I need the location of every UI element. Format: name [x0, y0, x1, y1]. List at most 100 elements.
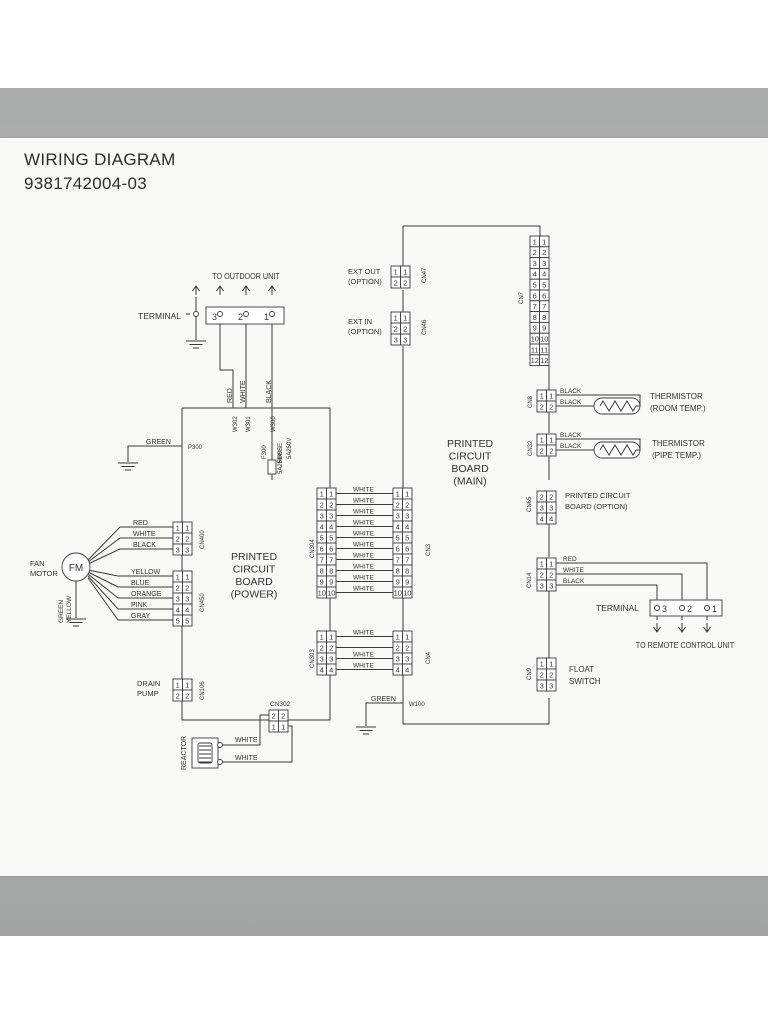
- connector-cn9-pin-label: 3: [540, 682, 544, 691]
- outdoor-wire-label-black: BLACK: [266, 380, 273, 403]
- connector-cn400-pin-label: 3: [176, 546, 180, 555]
- fan-wire-blue: [87, 571, 173, 588]
- outdoor-wire-code-w300: W300: [271, 416, 277, 432]
- thermistor-pipe-symbol-zigzag: [599, 444, 640, 456]
- connector-cn400-pin-label: 2: [176, 535, 180, 544]
- connector-cn4-pin-label: 4: [405, 666, 409, 675]
- connector-cn65-pin-label: 2: [549, 493, 553, 502]
- fan-wire-red: [87, 526, 173, 561]
- connector-cn3-pin-label: 5: [396, 534, 400, 543]
- connector-cn4-pin-label: 3: [396, 655, 400, 664]
- connector-cn47-name: CN47: [422, 267, 428, 283]
- fan-motor-ground-green: GREEN: [58, 600, 65, 623]
- connector-cn4-pin-label: 1: [405, 633, 409, 642]
- connector-cn400-pin-label: 3: [185, 546, 189, 555]
- remote-wire-label-black: BLACK: [563, 578, 585, 585]
- thermistor-room-wire-label-1: BLACK: [560, 388, 582, 395]
- connector-cn14-pin-label: 3: [540, 582, 544, 591]
- connector-cn400-cell: [182, 543, 193, 556]
- connector-cn3-pin-label: 5: [405, 534, 409, 543]
- outdoor-terminal-label: TERMINAL: [138, 311, 181, 321]
- remote-wire-red: [556, 562, 708, 604]
- connector-cn32-pin-label: 1: [549, 436, 553, 445]
- connector-cn106-pin-label: 1: [176, 681, 180, 690]
- outdoor-terminal-pin-1: 1: [264, 312, 269, 322]
- connector-cn14-name: CN14: [527, 572, 533, 588]
- connector-cn302-pin-label: 1: [272, 723, 276, 732]
- connector-cn303-pin-label: 3: [320, 655, 324, 664]
- connector-cn3-pin-label: 4: [405, 523, 409, 532]
- fan-wire-label-white: WHITE: [133, 531, 156, 538]
- connector-cn304-pin-label: 4: [320, 523, 324, 532]
- connector-cn9-pin-label: 1: [549, 660, 553, 669]
- connector-cn400-pin-label: 2: [185, 535, 189, 544]
- connector-cn302-pin-label: 2: [272, 712, 276, 721]
- fan-motor-ground-symbol: [66, 618, 86, 627]
- connector-cn303-pin-label: 1: [320, 633, 324, 642]
- connector-cn304-pin-label: 2: [329, 501, 333, 510]
- main-ground-wire: [365, 702, 403, 726]
- connector-cn8-pin-label: 1: [549, 392, 553, 401]
- connector-cn7-pin-label: 12: [531, 356, 539, 365]
- connector-cn450-pin-label: 2: [185, 584, 189, 593]
- connector-cn7-pin-label: 3: [542, 259, 546, 268]
- bus1-wire-label-8: WHITE: [353, 564, 375, 571]
- fan-motor-symbol: FM: [69, 563, 83, 574]
- connector-cn7-pin-label: 3: [533, 259, 537, 268]
- thermistor-room-symbol: [593, 397, 641, 415]
- main-board-bottom: [402, 675, 550, 725]
- fuse-f300-body: [267, 459, 277, 475]
- outdoor-wire-label-red: RED: [227, 388, 234, 403]
- remote-wire-black: [556, 584, 658, 604]
- connector-cn7-pin-label: 8: [533, 313, 537, 322]
- connector-cn47-pin-label: 2: [394, 279, 398, 288]
- connector-cn304-pin-label: 5: [329, 534, 333, 543]
- connector-cn9-name: CN9: [527, 667, 533, 680]
- connector-cn8-cell: [546, 400, 557, 413]
- fan-wire-white: [87, 537, 173, 563]
- connector-cn14-pin-label: 2: [549, 571, 553, 580]
- connector-cn7-pin-label: 9: [533, 324, 537, 333]
- fuse-text-fuse: FUSE: [278, 443, 284, 459]
- connector-cn106-name: CN106: [200, 681, 206, 700]
- wires-layer: [75, 225, 708, 763]
- connector-cn8-pin-label: 2: [549, 403, 553, 412]
- connector-cn304-pin-label: 3: [320, 512, 324, 521]
- connector-cn8-pin-label: 1: [540, 392, 544, 401]
- connector-cn65-pin-label: 3: [540, 504, 544, 513]
- fan-wire-gray: [87, 577, 173, 621]
- power-board-label-line-1: PRINTED: [231, 551, 278, 563]
- connector-cn3-pin-label: 2: [396, 501, 400, 510]
- connector-cn302-cell: [278, 720, 289, 733]
- connector-cn47-pin-label: 1: [394, 268, 398, 277]
- connector-cn400-pin-label: 1: [185, 524, 189, 533]
- fuse-text-rating: 5A250V: [287, 438, 293, 459]
- connector-cn8-name: CN8: [528, 395, 534, 408]
- connector-cn32-pin-label: 2: [549, 447, 553, 456]
- reactor-terminal-1: [217, 742, 223, 748]
- connector-cn7-pin-label: 7: [533, 302, 537, 311]
- fan-wire-label-black: BLACK: [133, 542, 156, 549]
- thermistor-pipe-wire-label-2: BLACK: [560, 443, 582, 450]
- bus2-wire-label-3: WHITE: [353, 652, 375, 659]
- connector-cn46-pin-label: 1: [403, 314, 407, 323]
- connector-cn304-pin-label: 4: [329, 523, 333, 532]
- connector-cn9-pin-label: 2: [549, 671, 553, 680]
- thermistor-pipe-wire-label-1: BLACK: [560, 432, 582, 439]
- outdoor-arrow-1: [216, 285, 224, 295]
- connector-cn9-cell: [546, 679, 557, 692]
- connector-cn3-pin-label: 7: [396, 556, 400, 565]
- connector-cn304-pin-label: 1: [329, 490, 333, 499]
- connector-cn47-pin-label: 2: [403, 279, 407, 288]
- connector-cn304-cell: [326, 586, 337, 599]
- connector-cn7-name: CN7: [519, 291, 525, 304]
- connector-cn450-pin-label: 1: [185, 573, 189, 582]
- fan-motor-label-line-1: FAN: [30, 559, 45, 568]
- thermistor-room-wire-1: [556, 394, 641, 406]
